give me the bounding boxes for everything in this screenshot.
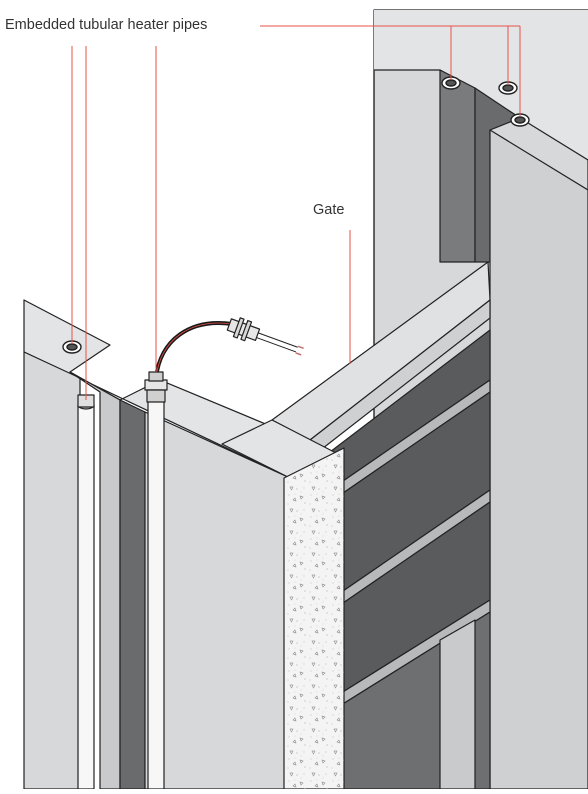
- leader-lines: [71, 25, 521, 400]
- concrete-section: [221, 419, 345, 790]
- gate-label: Gate: [313, 202, 345, 218]
- gate: [271, 261, 491, 790]
- heater-pipes-label: Embedded tubular heater pipes: [5, 17, 208, 33]
- heater-pipe-left: [77, 394, 95, 790]
- cable-connector-icon: [144, 317, 304, 403]
- heater-pipe-right: [147, 399, 165, 790]
- heater-pipe-cap-icon: [62, 76, 530, 354]
